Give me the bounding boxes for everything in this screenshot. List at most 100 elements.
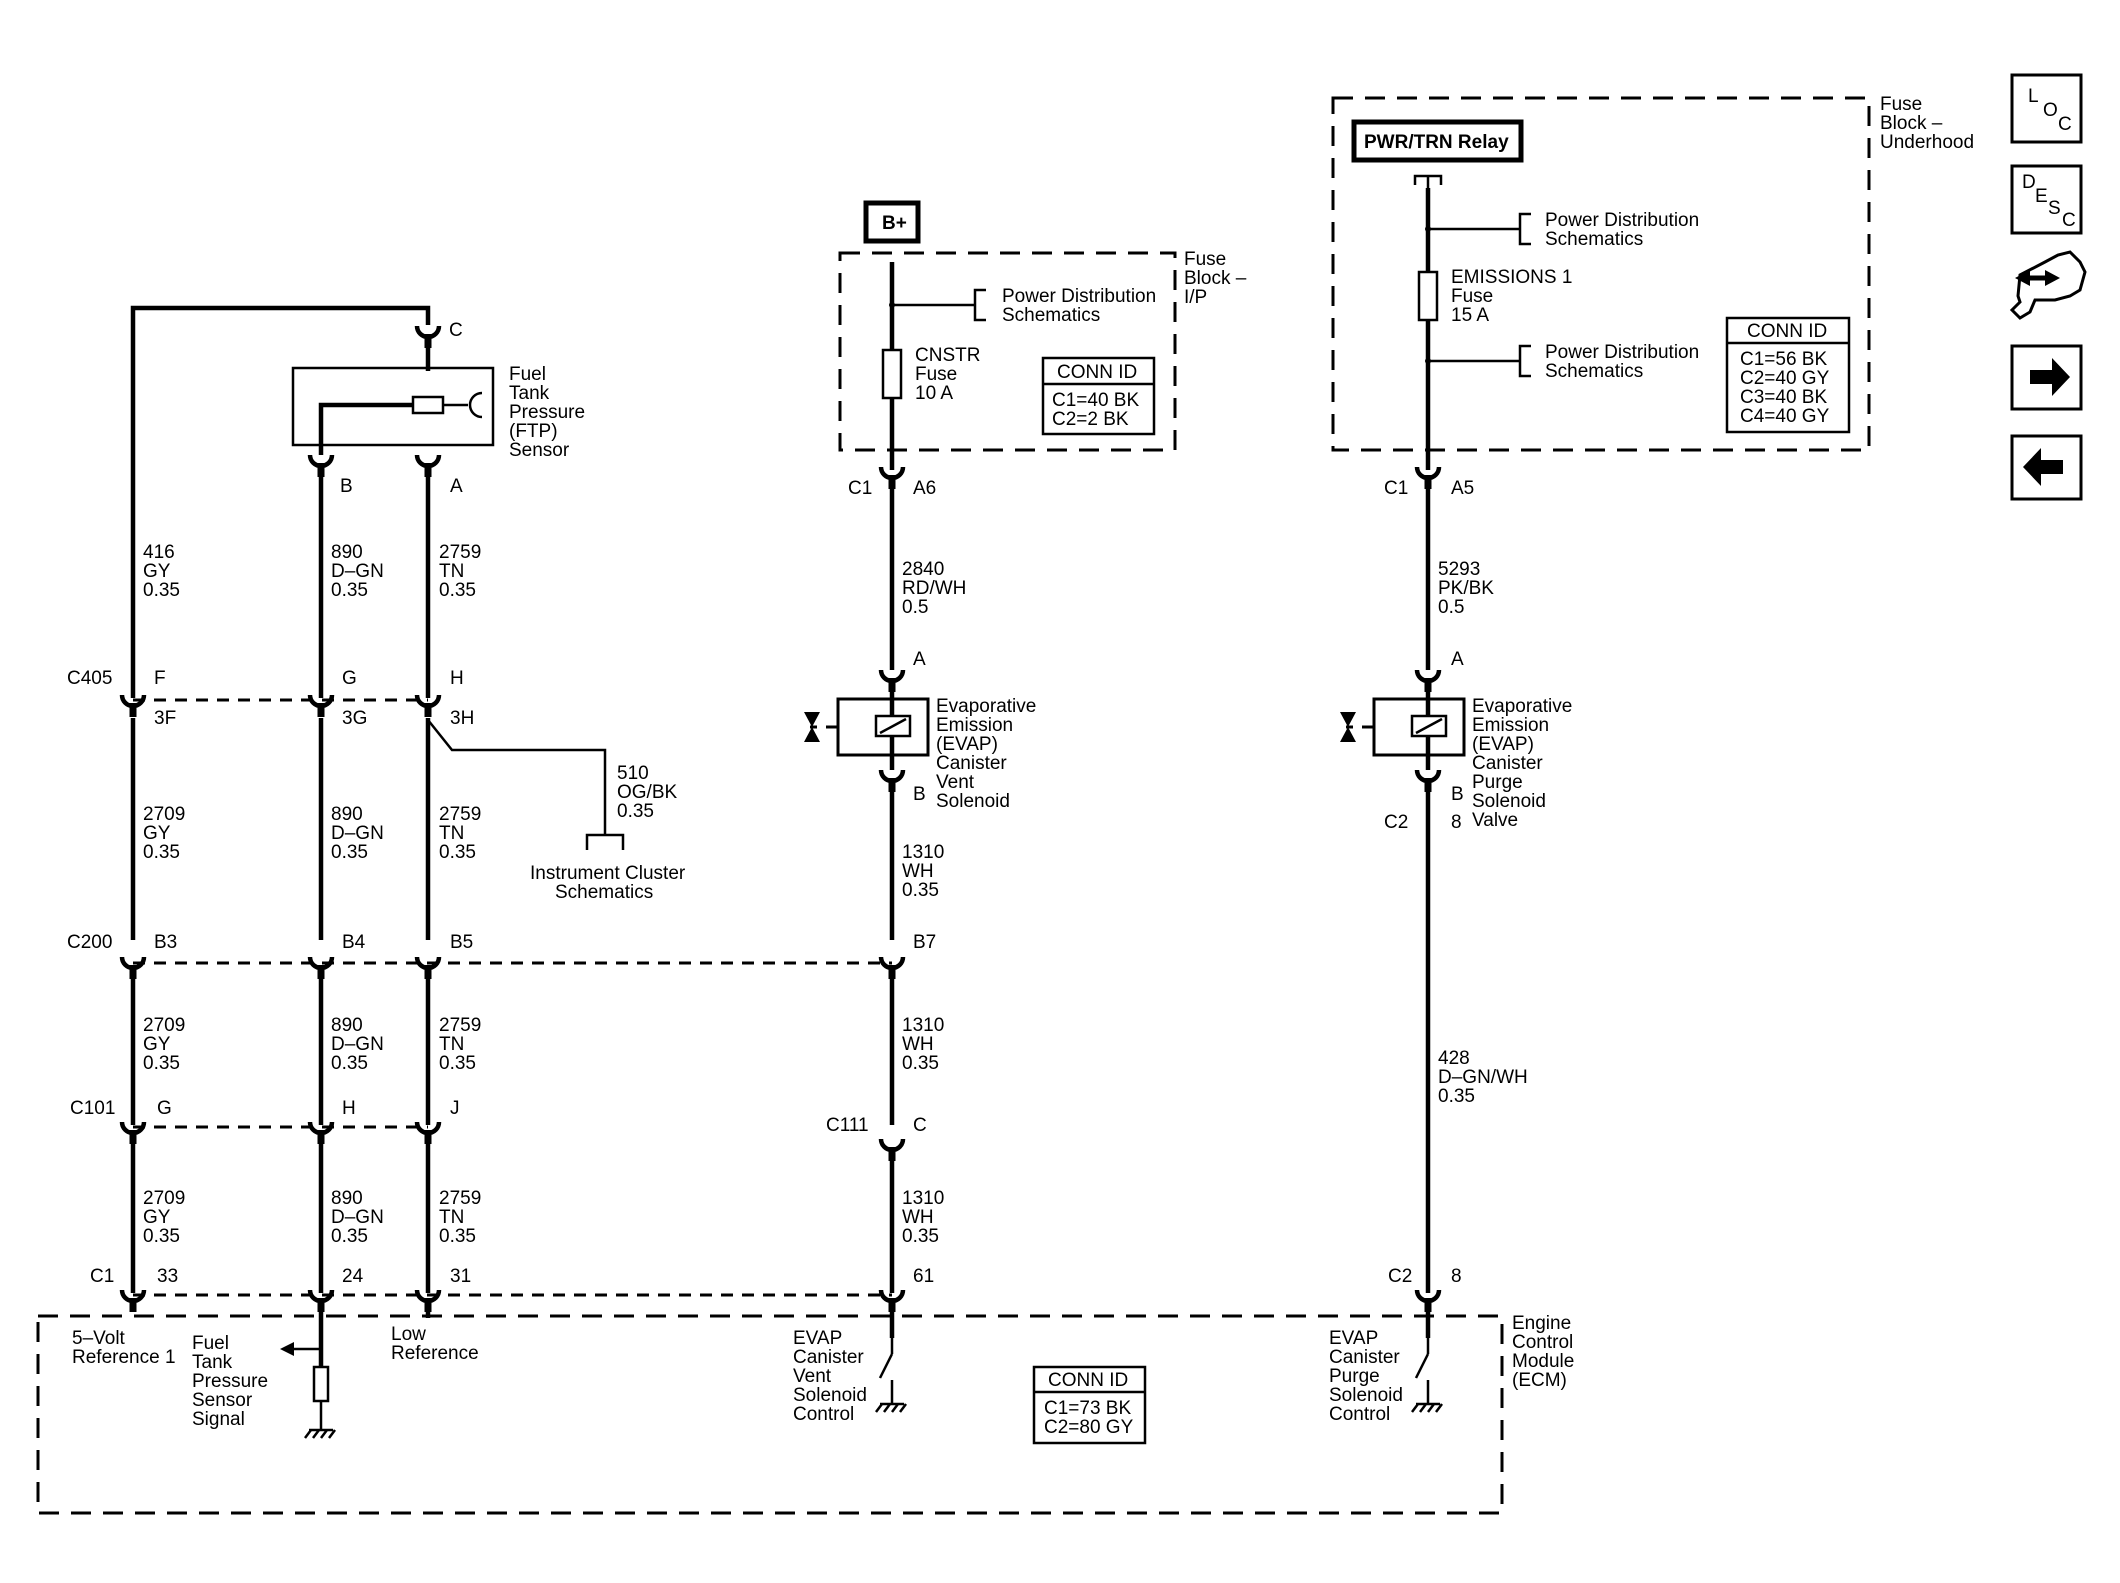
svg-text:2759: 2759: [439, 804, 481, 825]
svg-text:Engine: Engine: [1512, 1313, 1571, 1334]
svg-text:C101: C101: [70, 1098, 115, 1119]
ecm-name-label: Engine Control Module (ECM): [1512, 1313, 1574, 1391]
svg-text:Solenoid: Solenoid: [936, 791, 1010, 812]
svg-text:0.35: 0.35: [902, 1053, 939, 1074]
svg-text:(FTP): (FTP): [509, 421, 558, 442]
svg-text:428: 428: [1438, 1048, 1470, 1069]
c405-labels: C405 F G H 3F 3G 3H: [67, 668, 474, 729]
purge-a5: A5: [1451, 478, 1474, 499]
cnstr-fuse-label: CNSTR Fuse 10 A: [915, 345, 980, 404]
svg-text:I/P: I/P: [1184, 287, 1207, 308]
purge-pin-8: 8: [1451, 812, 1462, 833]
conn-id-ip-text: CONN ID C1=40 BK C2=2 BK: [1052, 362, 1139, 430]
svg-text:C1=73 BK: C1=73 BK: [1044, 1398, 1131, 1419]
svg-text:Vent: Vent: [936, 772, 975, 793]
svg-text:890: 890: [331, 1188, 363, 1209]
svg-text:C405: C405: [67, 668, 112, 689]
cnstr-fuse: [881, 348, 903, 400]
next-arrow-button[interactable]: [2010, 344, 2083, 411]
evap-vent-solenoid: [804, 688, 930, 770]
component-icon[interactable]: [2009, 250, 2087, 320]
emissions-fuse: [1417, 270, 1439, 322]
svg-text:Control: Control: [793, 1404, 854, 1425]
svg-text:C1=56 BK: C1=56 BK: [1740, 349, 1827, 370]
conn-id-ecm-text: CONN ID C1=73 BK C2=80 GY: [1044, 1370, 1134, 1438]
wire-1310-label-3: 1310 WH 0.35: [902, 1188, 944, 1247]
svg-text:Fuse: Fuse: [1880, 94, 1922, 115]
pwr-trn-relay-label: PWR/TRN Relay: [1364, 132, 1509, 153]
purge-c2: C2: [1384, 812, 1408, 833]
prev-arrow-button[interactable]: [2010, 434, 2083, 501]
svg-text:Tank: Tank: [509, 383, 550, 404]
vent-a6: A6: [913, 478, 936, 499]
ftp-pin-a: A: [450, 476, 463, 497]
svg-text:CONN ID: CONN ID: [1057, 362, 1137, 383]
svg-text:TN: TN: [439, 1034, 464, 1055]
svg-text:33: 33: [157, 1266, 178, 1287]
svg-text:PK/BK: PK/BK: [1438, 578, 1494, 599]
svg-text:B4: B4: [342, 932, 366, 953]
svg-text:2759: 2759: [439, 542, 481, 563]
svg-text:C1=40 BK: C1=40 BK: [1052, 390, 1139, 411]
svg-text:Block –: Block –: [1184, 268, 1247, 289]
desc-button[interactable]: D E S C: [2010, 164, 2083, 235]
b-plus-label: B+: [882, 213, 907, 234]
ecm-box: [36, 1314, 1504, 1515]
evap-purge-solenoid: [1340, 688, 1466, 770]
svg-text:0.35: 0.35: [331, 580, 368, 601]
svg-text:S: S: [2048, 198, 2061, 219]
svg-text:C2=80 GY: C2=80 GY: [1044, 1417, 1134, 1438]
svg-text:D–GN: D–GN: [331, 1207, 384, 1228]
purge-pin-a: A: [1451, 649, 1464, 670]
svg-text:C: C: [2058, 114, 2072, 135]
svg-text:CONN ID: CONN ID: [1048, 1370, 1128, 1391]
svg-text:C: C: [2062, 210, 2076, 231]
svg-text:Sensor: Sensor: [192, 1390, 253, 1411]
svg-text:D–GN: D–GN: [331, 823, 384, 844]
svg-text:E: E: [2035, 186, 2048, 207]
svg-text:5–Volt: 5–Volt: [72, 1328, 126, 1349]
svg-text:Power Distribution: Power Distribution: [1545, 342, 1699, 363]
svg-text:Fuse: Fuse: [1184, 249, 1226, 270]
svg-text:TN: TN: [439, 561, 464, 582]
svg-text:0.35: 0.35: [331, 1226, 368, 1247]
conn-id-ip: [1041, 356, 1156, 436]
svg-text:Control: Control: [1329, 1404, 1390, 1425]
svg-text:D: D: [2022, 172, 2036, 193]
wire-1310-label-1: 1310 WH 0.35: [902, 842, 944, 901]
arrow-right-icon: [2030, 358, 2070, 396]
svg-text:H: H: [342, 1098, 356, 1119]
vent-solenoid-label: Evaporative Emission (EVAP) Canister Ven…: [936, 696, 1036, 812]
svg-text:Canister: Canister: [793, 1347, 864, 1368]
svg-text:Schematics: Schematics: [555, 882, 653, 903]
svg-text:B7: B7: [913, 932, 936, 953]
vent-pin-a: A: [913, 649, 926, 670]
svg-text:C2=2 BK: C2=2 BK: [1052, 409, 1129, 430]
wire-1310-label-2: 1310 WH 0.35: [902, 1015, 944, 1074]
svg-text:Fuse: Fuse: [915, 364, 957, 385]
svg-text:2709: 2709: [143, 1188, 185, 1209]
svg-text:RD/WH: RD/WH: [902, 578, 966, 599]
c101-labels: C101 G H J: [70, 1098, 460, 1119]
svg-text:EVAP: EVAP: [1329, 1328, 1378, 1349]
svg-text:EVAP: EVAP: [793, 1328, 842, 1349]
svg-text:3G: 3G: [342, 708, 367, 729]
svg-text:Solenoid: Solenoid: [1472, 791, 1546, 812]
svg-text:Fuse: Fuse: [1451, 286, 1493, 307]
svg-text:WH: WH: [902, 1034, 934, 1055]
ecm-low-ref-label: Low Reference: [391, 1324, 479, 1364]
svg-text:1310: 1310: [902, 1015, 944, 1036]
vent-pin-b: B: [913, 784, 926, 805]
c111-label: C111: [826, 1115, 869, 1136]
wire-2840-label: 2840 RD/WH 0.5: [902, 559, 966, 618]
svg-text:24: 24: [342, 1266, 364, 1287]
svg-text:C2: C2: [1388, 1266, 1412, 1287]
svg-text:C2=40 GY: C2=40 GY: [1740, 368, 1830, 389]
svg-text:Schematics: Schematics: [1545, 361, 1643, 382]
svg-text:2709: 2709: [143, 1015, 185, 1036]
loc-button[interactable]: L O C: [2010, 73, 2083, 144]
svg-text:D–GN/WH: D–GN/WH: [1438, 1067, 1528, 1088]
arrow-left-icon: [2023, 448, 2063, 486]
svg-text:C1: C1: [90, 1266, 114, 1287]
c2-ecm-labels: C2 8: [1388, 1266, 1462, 1287]
